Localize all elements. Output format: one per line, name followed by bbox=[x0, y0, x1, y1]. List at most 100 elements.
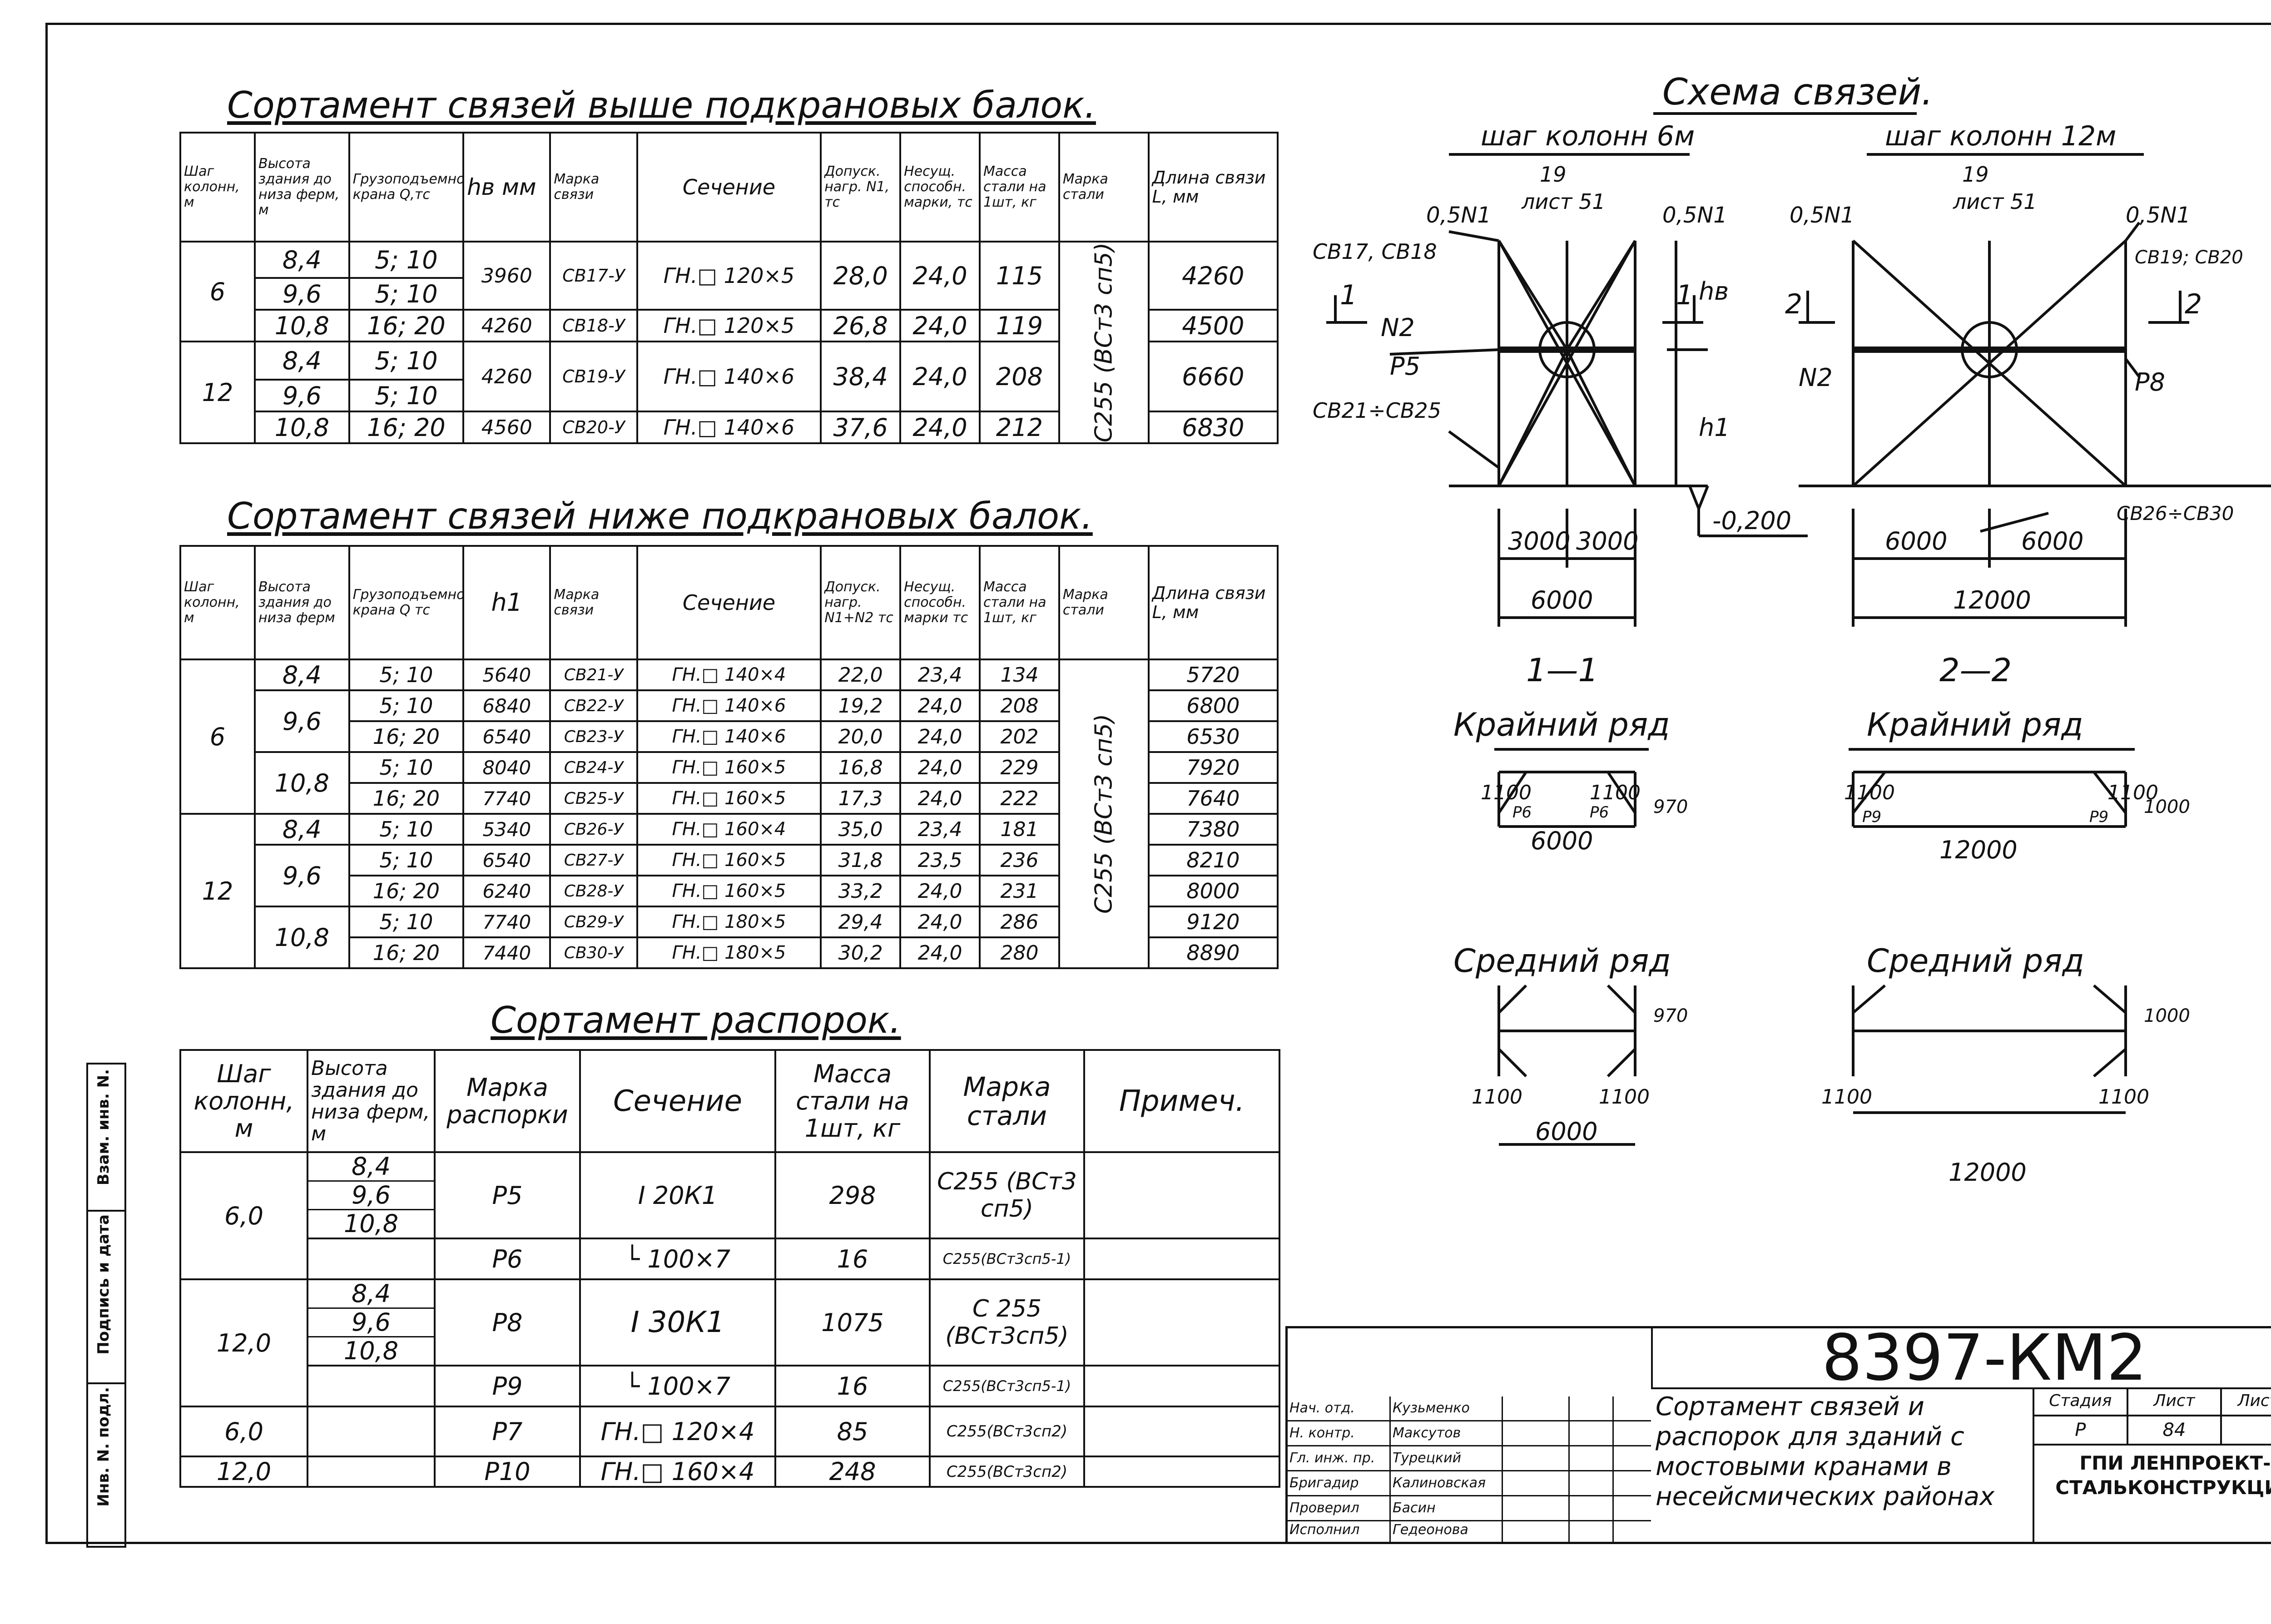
d1100-h: 1100 bbox=[2098, 1085, 2149, 1109]
n-half-l1: 0,5N1 bbox=[1426, 203, 1491, 228]
t3-section: └ 100×7 bbox=[579, 1238, 776, 1280]
t3-height-stack: 8,4 9,6 10,8 bbox=[309, 1154, 433, 1237]
t3-h-height: Высота здания до низа ферм, м bbox=[307, 1049, 436, 1153]
stage-value: Р bbox=[2034, 1416, 2128, 1444]
list-value: 84 bbox=[2128, 1416, 2222, 1444]
t3-steel: С255(ВСт3сп2) bbox=[929, 1406, 1085, 1457]
t2-h-section: Сечение bbox=[636, 545, 822, 660]
t3-mass: 1075 bbox=[774, 1278, 931, 1367]
d1100-a: 1100 bbox=[1481, 781, 1532, 804]
t1-cap: 24,0 bbox=[899, 340, 981, 413]
h-bottom-left: h1 bbox=[1699, 413, 1730, 442]
table-row: 9,6 5; 10 6540 СВ27-У ГН.□ 160×5 31,8 23… bbox=[180, 844, 1279, 907]
t3-note bbox=[1083, 1456, 1280, 1488]
sig-sign bbox=[1503, 1446, 1570, 1470]
sig-name: Гедеонова bbox=[1391, 1518, 1503, 1542]
t1-length: 4500 bbox=[1147, 309, 1279, 342]
t2-section: ГН.□ 160×5 bbox=[636, 782, 822, 815]
side-cell-inv: Инв. N. подл. bbox=[88, 1382, 124, 1544]
t2-section: ГН.□ 160×5 bbox=[636, 875, 822, 907]
t2-h: 5640 bbox=[462, 659, 551, 691]
table-row: 10,8 16; 20 4560 СВ20-У ГН.□ 140×6 37,6 … bbox=[180, 411, 1279, 445]
t2-h: 6540 bbox=[462, 720, 551, 753]
t3-heights: 8,4 9,6 10,8 bbox=[307, 1151, 436, 1239]
t1-load: 16; 20 bbox=[348, 309, 465, 342]
sig-sign bbox=[1503, 1518, 1570, 1542]
t1-mass: 115 bbox=[979, 241, 1060, 311]
t3-heights: 8,4 9,6 10,8 bbox=[307, 1278, 436, 1367]
dim-right-1: 6000 bbox=[1885, 527, 1947, 555]
title-block-signatures: Нач. отд.Кузьменко Н. контр.Максутов Гл.… bbox=[1288, 1328, 1651, 1542]
t3-note bbox=[1083, 1406, 1280, 1457]
t2-h-mass: Масса стали на 1шт, кг bbox=[979, 545, 1060, 660]
label-p8: Р8 bbox=[2135, 368, 2165, 396]
d1100-e: 1100 bbox=[1472, 1085, 1522, 1109]
table-row: 12 8,4 5; 10 4260 СВ19-У ГН.□ 140×6 38,4… bbox=[179, 340, 1279, 445]
t1-cap: 24,0 bbox=[899, 411, 981, 445]
t2-h-mark: Марка связи bbox=[549, 545, 638, 660]
section-1-title: 1—1 bbox=[1526, 652, 1598, 689]
t1-height: 8,4 bbox=[253, 340, 350, 381]
section-mark-2a: 2 bbox=[1785, 288, 1802, 320]
t2-cap: 23,5 bbox=[899, 844, 981, 876]
t3-section: ГН.□ 160×4 bbox=[579, 1456, 776, 1488]
d1100-g: 1100 bbox=[1821, 1085, 1872, 1109]
t3-steel: С255(ВСт3сп2) bbox=[929, 1456, 1085, 1488]
t3-section: ГН.□ 120×4 bbox=[579, 1406, 776, 1457]
sig-name: Кузьменко bbox=[1391, 1396, 1503, 1420]
table-row: 12,0 Р10 ГН.□ 160×4 248 С255(ВСт3сп2) bbox=[179, 1456, 1280, 1488]
t3-mark: Р6 bbox=[434, 1238, 581, 1280]
t1-load: 5; 10 bbox=[348, 241, 465, 279]
t3-mass: 248 bbox=[774, 1456, 931, 1488]
d1000-middle: 1000 bbox=[2144, 1005, 2190, 1026]
t2-h-steel: Марка стали bbox=[1058, 545, 1150, 660]
bracing-scheme: Схема связей. шаг колонн 6м шаг колонн 1… bbox=[1313, 77, 2271, 1187]
row-middle-left: Средний ряд bbox=[1453, 942, 1671, 980]
t3-steel: С 255 (ВСт3сп5) bbox=[929, 1278, 1085, 1367]
t1-mass: 212 bbox=[979, 411, 1060, 445]
table3-header: Шаг колонн, м Высота здания до низа ферм… bbox=[179, 1049, 1280, 1153]
t2-section: ГН.□ 180×5 bbox=[636, 936, 822, 969]
section-mark-1a: 1 bbox=[1340, 279, 1357, 311]
sig-role: Бригадир bbox=[1288, 1471, 1391, 1495]
t3-height: 10,8 bbox=[343, 1337, 399, 1365]
d1000-outer: 1000 bbox=[2144, 797, 2190, 817]
t2-h-length: Длина связи L, мм bbox=[1147, 545, 1279, 660]
t2-h: 7440 bbox=[462, 936, 551, 969]
t2-load: 5; 10 bbox=[348, 813, 465, 846]
t2-load: 5; 10 bbox=[348, 844, 465, 876]
t2-mark: СВ27-У bbox=[549, 844, 638, 876]
stage-header: Стадия Лист Листов bbox=[2034, 1387, 2271, 1416]
sheet-name: Сортамент связей и распорок для зданий с… bbox=[1656, 1392, 1995, 1511]
t3-h-note: Примеч. bbox=[1083, 1049, 1280, 1153]
t2-h-n: Допуск. нагр. N1+N2 тс bbox=[820, 545, 902, 660]
table-row: 9,6 5; 10 bbox=[180, 379, 1278, 413]
t1-length: 4260 bbox=[1147, 241, 1279, 311]
sig-sign bbox=[1503, 1396, 1570, 1420]
sig-role: Гл. инж. пр. bbox=[1288, 1446, 1391, 1470]
d12000-middle: 12000 bbox=[1949, 1158, 2027, 1187]
t2-mass: 202 bbox=[979, 720, 1060, 753]
t1-step: 6 bbox=[179, 241, 256, 342]
table-row: Р6 └ 100×7 16 С255(ВСт3сп5-1) bbox=[180, 1238, 1280, 1280]
t2-cap: 24,0 bbox=[899, 689, 981, 722]
t2-mark: СВ23-У bbox=[549, 720, 638, 753]
lists-label: Листов bbox=[2222, 1387, 2271, 1415]
table-row: Р9 └ 100×7 16 С255(ВСт3сп5-1) bbox=[180, 1365, 1280, 1407]
t3-note bbox=[1083, 1151, 1280, 1239]
t1-height: 10,8 bbox=[253, 309, 350, 342]
t2-h-cap: Несущ. способн. марки тс bbox=[899, 545, 981, 660]
t1-section: ГН.□ 120×5 bbox=[636, 309, 822, 342]
t2-h-h: h1 bbox=[462, 545, 551, 660]
t1-section: ГН.□ 120×5 bbox=[636, 241, 822, 311]
table-row: 16; 20 7440 СВ30-У ГН.□ 180×5 30,2 24,0 … bbox=[180, 936, 1279, 969]
t1-step: 12 bbox=[179, 340, 256, 445]
t3-height-stack: 8,4 9,6 10,8 bbox=[309, 1281, 433, 1365]
dim-left-2: 3000 bbox=[1576, 527, 1638, 555]
t2-h-height: Высота здания до низа ферм bbox=[253, 545, 350, 660]
sig-date bbox=[1570, 1421, 1614, 1445]
t2-mass: 229 bbox=[979, 751, 1060, 784]
dim-right-2: 6000 bbox=[2021, 527, 2083, 555]
t2-length: 8000 bbox=[1147, 875, 1279, 907]
t2-mass: 181 bbox=[979, 813, 1060, 846]
